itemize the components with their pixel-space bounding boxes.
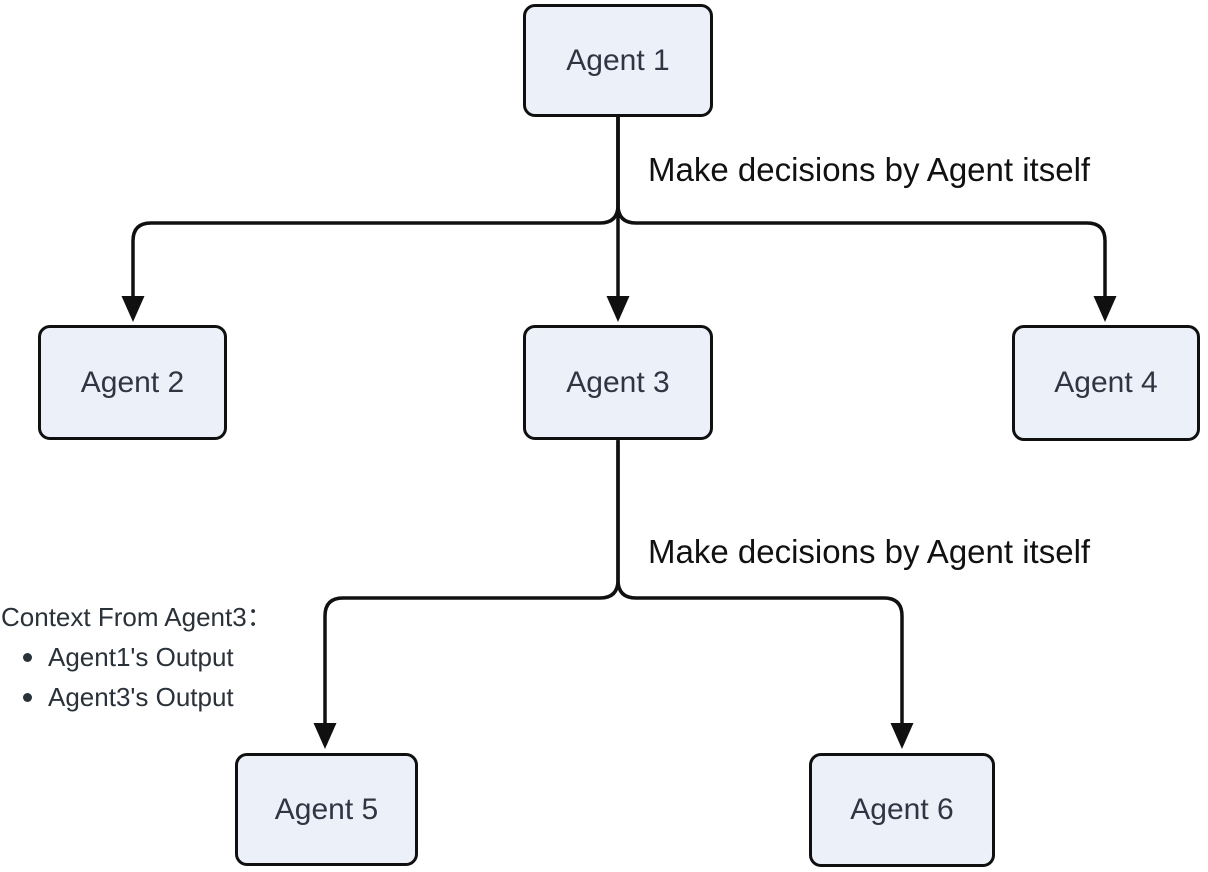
node-label: Agent 3 — [566, 365, 670, 399]
edge-agent3-agent5 — [323, 439, 620, 726]
edge-agent1-agent2 — [131, 115, 620, 299]
context-note-list: Agent1's Output Agent3's Output — [1, 637, 273, 717]
node-agent-1: Agent 1 — [523, 4, 713, 117]
node-agent-2: Agent 2 — [38, 325, 227, 440]
list-item: Agent1's Output — [1, 637, 273, 677]
arrowhead-icon — [121, 296, 145, 322]
edge-agent1-agent4 — [616, 115, 1107, 299]
node-agent-4: Agent 4 — [1012, 325, 1200, 441]
edge-label-bottom: Make decisions by Agent itself — [648, 533, 1091, 570]
node-label: Agent 6 — [850, 793, 954, 826]
node-label: Agent 2 — [80, 365, 185, 399]
arrowhead-icon — [890, 723, 914, 749]
list-item: Agent3's Output — [1, 677, 273, 717]
context-note-title: Context From Agent3： — [1, 602, 273, 632]
node-agent-3: Agent 3 — [523, 325, 713, 440]
bullet-icon — [23, 692, 32, 702]
edge-label-top: Make decisions by Agent itself — [648, 151, 1091, 188]
context-note-item-text: Agent1's Output — [48, 641, 234, 672]
node-label: Agent 4 — [1054, 366, 1158, 399]
context-note: Context From Agent3： Agent1's Output Age… — [1, 597, 273, 717]
arrowhead-icon — [1093, 296, 1117, 322]
context-note-item-text: Agent3's Output — [48, 681, 234, 712]
arrowhead-icon — [313, 723, 337, 749]
edge-agent3-agent6 — [616, 439, 904, 726]
node-agent-6: Agent 6 — [809, 753, 995, 867]
node-label: Agent 1 — [566, 43, 670, 77]
bullet-icon — [23, 652, 32, 662]
arrowhead-icon — [606, 296, 630, 322]
node-label: Agent 5 — [274, 792, 379, 826]
node-agent-5: Agent 5 — [235, 753, 418, 866]
